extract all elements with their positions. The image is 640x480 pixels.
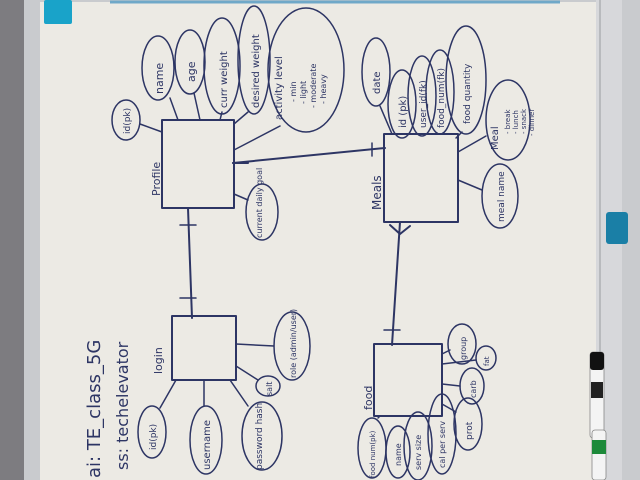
- profile-attr-daily-goal: current daily goal: [255, 168, 264, 238]
- activity-option-heavy: - heavy: [319, 74, 328, 104]
- meals-meal-label: Meal: [490, 126, 501, 150]
- profile-attr-name: name: [153, 63, 166, 94]
- activity-option-moderate: - moderate: [309, 64, 318, 108]
- meal-option-dinner: - dinner: [528, 109, 536, 136]
- activity-option-light: - light: [299, 81, 308, 104]
- marker-green: [591, 429, 607, 480]
- meals-attr-food-quantity: food quantity: [463, 63, 473, 124]
- profile-attr-desired-weight: desired weight: [251, 34, 262, 108]
- entity-meals: Meals date id (pk) user_id(fk) food_num(…: [361, 25, 536, 229]
- meals-attr-date: date: [372, 71, 383, 94]
- food-attr-cal-per-serv: cal per serv: [438, 421, 447, 468]
- meals-attr-user-id: user_id(fk): [419, 80, 429, 128]
- board-surface: [40, 2, 618, 480]
- login-attr-id: id(pk): [149, 424, 159, 450]
- profile-attr-id: id(pk): [123, 108, 133, 134]
- food-attr-fat: fat: [483, 356, 491, 366]
- food-attr-group: group: [459, 337, 468, 360]
- meals-attr-meal-name: meal name: [497, 171, 507, 222]
- login-attr-password-hash: password hash: [255, 403, 265, 470]
- entity-profile: Profile id(pk) name age curr weight desi…: [111, 5, 345, 241]
- food-attr-food-num: food num(pk): [369, 430, 377, 478]
- login-attr-username: username: [202, 420, 213, 470]
- food-attr-name: name: [394, 443, 403, 466]
- board-title-line1: ai: TE_class_5G: [84, 340, 105, 478]
- meal-option-snack: - snack: [520, 108, 528, 134]
- eraser: [606, 212, 628, 244]
- food-attr-prot: prot: [465, 421, 475, 440]
- entity-login: login id(pk) username password hash salt…: [137, 309, 311, 475]
- meal-option-lunch: - lunch: [512, 110, 520, 134]
- login-attr-salt: salt: [265, 382, 274, 396]
- tape-strip: [44, 0, 72, 24]
- entity-meals-label: Meals: [370, 175, 384, 210]
- profile-attr-activity-level: activity level: [274, 56, 285, 120]
- meal-option-break: - break: [504, 108, 512, 134]
- marker-black: [589, 351, 605, 439]
- relationship-lines: [179, 142, 411, 346]
- meals-attr-id: id (pk): [398, 96, 409, 128]
- profile-attr-age: age: [185, 61, 198, 82]
- board-title-line2: ss: techelevator: [113, 341, 132, 470]
- profile-attr-curr-weight: curr weight: [219, 51, 230, 108]
- meals-attr-food-num: food_num(fk): [437, 68, 447, 128]
- activity-option-min: - min: [289, 81, 298, 102]
- entity-login-label: login: [152, 347, 165, 374]
- entity-profile-label: Profile: [150, 162, 163, 196]
- food-attr-carb: carb: [469, 380, 478, 398]
- food-attr-serv-size: serv size: [414, 435, 423, 470]
- entity-food-label: food: [362, 386, 375, 410]
- entity-food: food food num(pk) name serv size cal per…: [357, 323, 497, 480]
- login-attr-role: role (admin/user): [289, 309, 298, 378]
